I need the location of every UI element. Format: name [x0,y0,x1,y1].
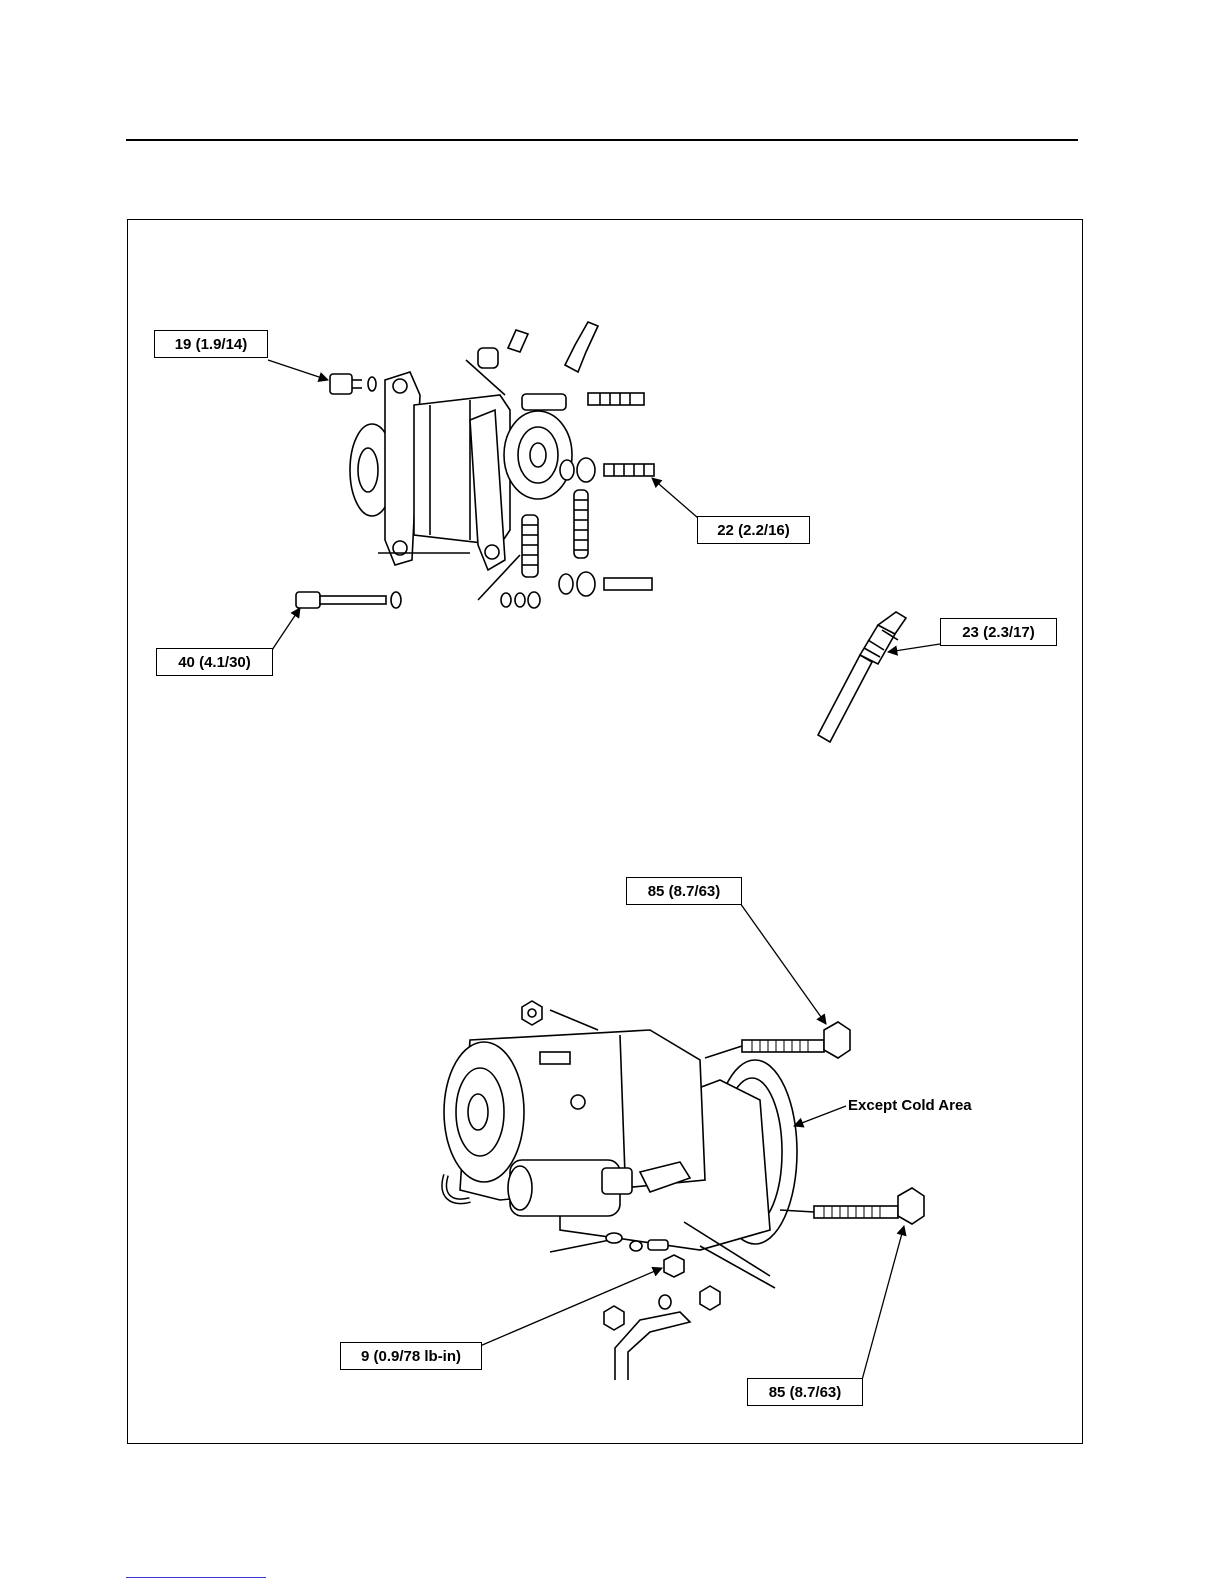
callout-starter-terminal-nut: 9 (0.9/78 lb-in) [340,1342,482,1370]
callout-alternator-through-bolt: 40 (4.1/30) [156,648,273,676]
glow-plug [818,612,906,742]
annotation-except-cold-area: Except Cold Area [848,1097,972,1114]
callout-starter-lower-bolt: 85 (8.7/63) [747,1378,863,1406]
starter-assembly [444,1001,924,1380]
callout-starter-upper-bolt: 85 (8.7/63) [626,877,742,905]
alternator-assembly [296,322,654,608]
footer-link-rule [126,1577,266,1578]
callout-alternator-side-bolt: 22 (2.2/16) [697,516,810,544]
callout-glow-plug: 23 (2.3/17) [940,618,1057,646]
callout-alternator-top-bolt: 19 (1.9/14) [154,330,268,358]
